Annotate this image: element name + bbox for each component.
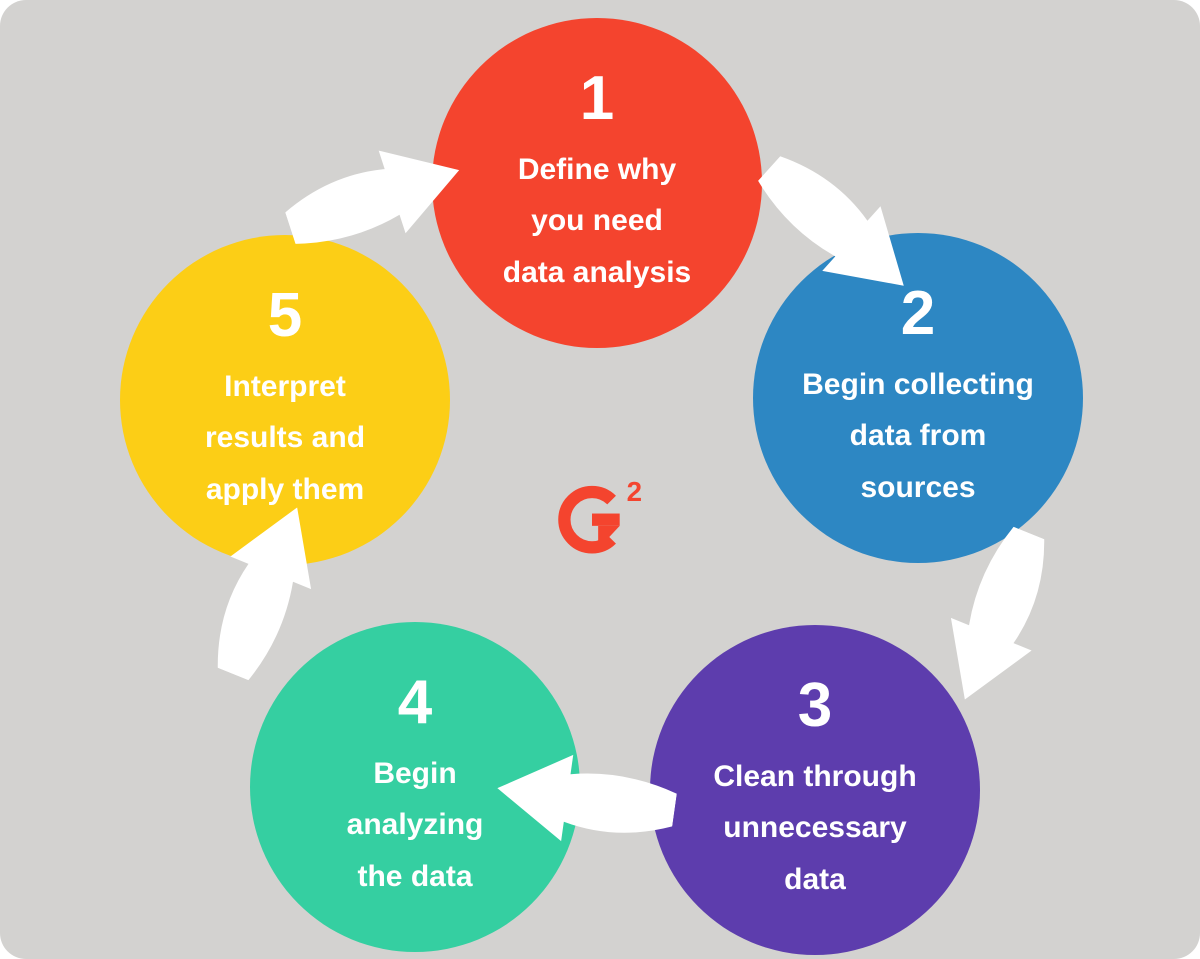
step-label-line: the data bbox=[357, 859, 473, 893]
step-label-line: Define why bbox=[517, 152, 677, 186]
step-circle-2: 2 Begin collecting data from sources bbox=[753, 233, 1083, 563]
step-label-line: data from bbox=[849, 419, 987, 453]
step-label-line: Begin bbox=[373, 756, 457, 790]
g2-logo-superscript: 2 bbox=[627, 476, 642, 507]
step-number-4: 4 bbox=[397, 667, 433, 737]
step-label-line: Interpret bbox=[224, 369, 346, 403]
step-number-3: 3 bbox=[797, 670, 833, 740]
arrow-icon-step3-to-step4 bbox=[489, 742, 680, 859]
step-label-line: results and bbox=[204, 421, 366, 455]
step-circle-1: 1 Define why you need data analysis bbox=[432, 18, 762, 348]
step-label-line: sources bbox=[860, 470, 976, 504]
step-label-line: Clean through bbox=[713, 759, 917, 793]
step-label-line: Begin collecting bbox=[802, 367, 1034, 401]
step-number-5: 5 bbox=[267, 280, 303, 350]
g2-logo-ring bbox=[558, 485, 616, 554]
arrow-icon-step4-to-step5 bbox=[187, 489, 341, 691]
step-number-2: 2 bbox=[900, 278, 936, 348]
step-label-line: analyzing bbox=[346, 808, 484, 842]
g2-logo-arrow bbox=[598, 525, 620, 549]
g2-logo-bar bbox=[592, 513, 620, 526]
step-label-line: data bbox=[784, 862, 846, 896]
g2-logo: 2 bbox=[552, 472, 652, 558]
step-label-line: unnecessary bbox=[723, 811, 907, 845]
step-circle-3: 3 Clean through unnecessary data bbox=[650, 625, 980, 955]
step-label-line: data analysis bbox=[502, 255, 692, 289]
step-number-1: 1 bbox=[579, 63, 615, 133]
step-label-line: you need bbox=[531, 204, 663, 238]
arrow-icon-step5-to-step1 bbox=[275, 125, 475, 269]
arrow-icon-step2-to-step3 bbox=[921, 517, 1075, 719]
arrow-icon-step1-to-step2 bbox=[740, 132, 936, 322]
step-circle-5: 5 Interpret results and apply them bbox=[120, 235, 450, 565]
step-label-line: apply them bbox=[205, 472, 365, 506]
